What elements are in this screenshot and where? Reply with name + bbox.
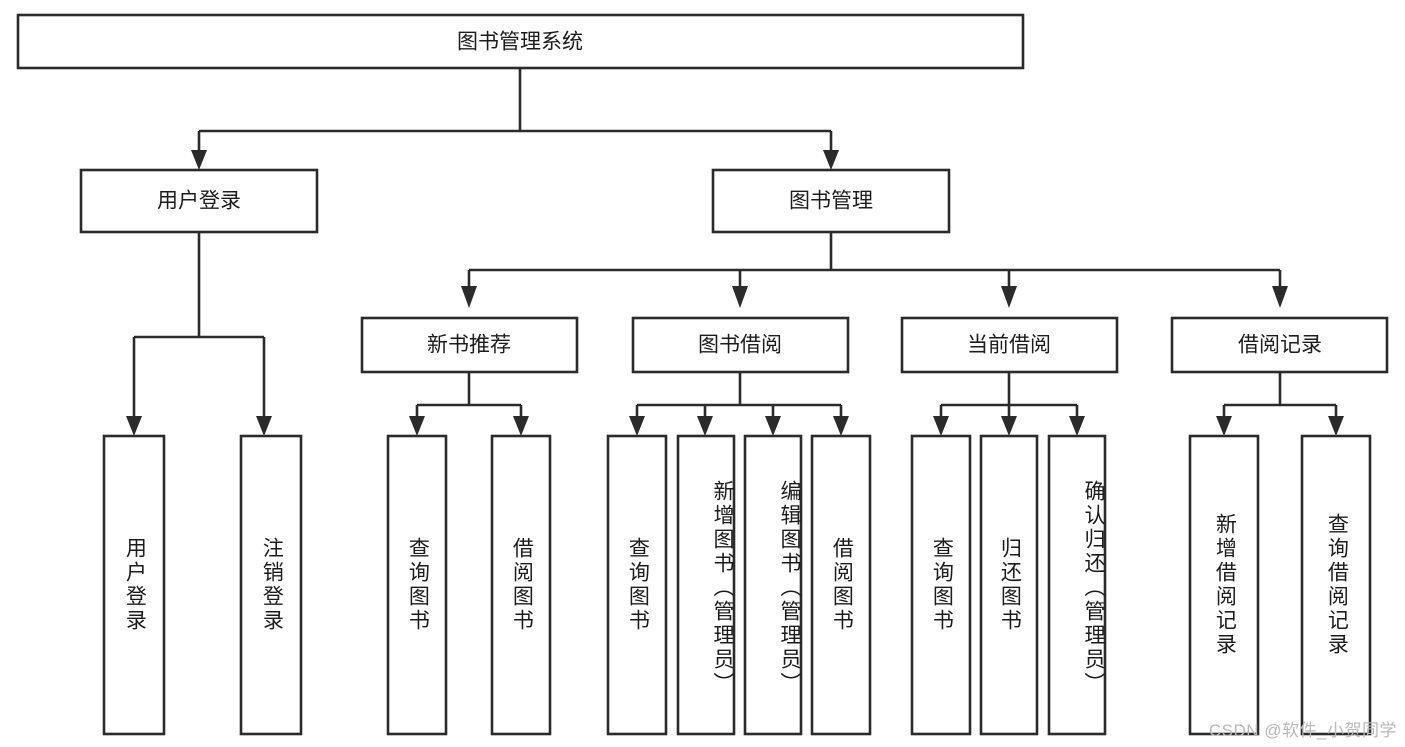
node-book-borrow-label: 图书借阅 bbox=[698, 334, 782, 357]
arrow-bookmanage-to-record bbox=[1272, 286, 1288, 308]
node-borrow-record-label: 借阅记录 bbox=[1238, 334, 1322, 357]
leaf-box-user-login-1[interactable] bbox=[102, 434, 166, 736]
leaf-box-book-borrow-2[interactable] bbox=[676, 434, 736, 736]
node-new-book-recommend-label: 新书推荐 bbox=[427, 334, 511, 357]
arrow-root-to-book-manage bbox=[823, 150, 839, 170]
node-current-borrow[interactable]: 当前借阅 bbox=[900, 316, 1119, 374]
connector-group-book-manage bbox=[461, 232, 1288, 308]
arrow-root-to-user-login bbox=[191, 150, 207, 170]
node-book-borrow[interactable]: 图书借阅 bbox=[631, 316, 850, 374]
node-book-manage-label: 图书管理 bbox=[789, 190, 873, 213]
node-book-borrow-box[interactable] bbox=[631, 316, 850, 374]
arrow-newbook-leaf-1 bbox=[409, 416, 425, 436]
arrow-currentborrow-leaf-1 bbox=[933, 416, 949, 436]
arrow-borrowrecord-leaf-1 bbox=[1216, 416, 1232, 436]
node-user-login[interactable]: 用户登录 bbox=[79, 168, 319, 234]
connector-group-book-borrow bbox=[629, 372, 849, 436]
connector-group-borrow-record bbox=[1216, 372, 1344, 436]
node-borrow-record-box[interactable] bbox=[1170, 316, 1389, 374]
arrow-newbook-leaf-2 bbox=[513, 416, 529, 436]
node-book-manage-box[interactable] bbox=[711, 168, 951, 234]
arrow-currentborrow-leaf-2 bbox=[1001, 416, 1017, 436]
csdn-watermark: CSDN @软件_小贺同学 bbox=[1208, 721, 1397, 740]
connector-group-new-book bbox=[409, 372, 529, 436]
leaf-box-current-borrow-1[interactable] bbox=[910, 434, 972, 736]
arrow-bookmanage-to-current bbox=[1001, 286, 1017, 308]
arrow-bookmanage-to-new-book bbox=[461, 286, 477, 308]
arrow-bookmanage-to-borrow bbox=[732, 286, 748, 308]
connector-group-root bbox=[191, 68, 839, 170]
arrow-bookborrow-leaf-2 bbox=[697, 416, 713, 436]
node-user-login-box[interactable] bbox=[79, 168, 319, 234]
leaf-box-new-book-2[interactable] bbox=[490, 434, 552, 736]
node-root[interactable]: 图书管理系统 bbox=[16, 13, 1025, 70]
node-root-box[interactable] bbox=[16, 13, 1025, 70]
node-root-label: 图书管理系统 bbox=[457, 31, 583, 54]
leaf-box-current-borrow-3[interactable] bbox=[1047, 434, 1107, 736]
arrow-borrowrecord-leaf-2 bbox=[1328, 416, 1344, 436]
arrow-currentborrow-leaf-3 bbox=[1069, 416, 1085, 436]
leaf-box-book-borrow-1[interactable] bbox=[606, 434, 668, 736]
leaf-box-borrow-record-1[interactable] bbox=[1188, 434, 1260, 736]
leaf-box-book-borrow-4[interactable] bbox=[810, 434, 872, 736]
node-current-borrow-box[interactable] bbox=[900, 316, 1119, 374]
node-book-manage[interactable]: 图书管理 bbox=[711, 168, 951, 234]
leaf-box-borrow-record-2[interactable] bbox=[1300, 434, 1372, 736]
arrow-userlogin-leaf-2 bbox=[256, 416, 272, 436]
connector-group-user-login bbox=[126, 232, 272, 436]
node-user-login-label: 用户登录 bbox=[157, 190, 241, 213]
leaf-box-new-book-1[interactable] bbox=[386, 434, 448, 736]
arrow-userlogin-leaf-1 bbox=[126, 416, 142, 436]
leaf-box-user-login-2[interactable] bbox=[239, 434, 303, 736]
arrow-bookborrow-leaf-3 bbox=[765, 416, 781, 436]
node-current-borrow-label: 当前借阅 bbox=[967, 334, 1051, 357]
leaf-box-book-borrow-3[interactable] bbox=[743, 434, 803, 736]
arrow-bookborrow-leaf-1 bbox=[629, 416, 645, 436]
node-new-book-recommend[interactable]: 新书推荐 bbox=[360, 316, 579, 374]
node-borrow-record[interactable]: 借阅记录 bbox=[1170, 316, 1389, 374]
arrow-bookborrow-leaf-4 bbox=[833, 416, 849, 436]
connector-group-current-borrow bbox=[933, 372, 1085, 436]
leaf-box-current-borrow-2[interactable] bbox=[979, 434, 1039, 736]
node-new-book-recommend-box[interactable] bbox=[360, 316, 579, 374]
